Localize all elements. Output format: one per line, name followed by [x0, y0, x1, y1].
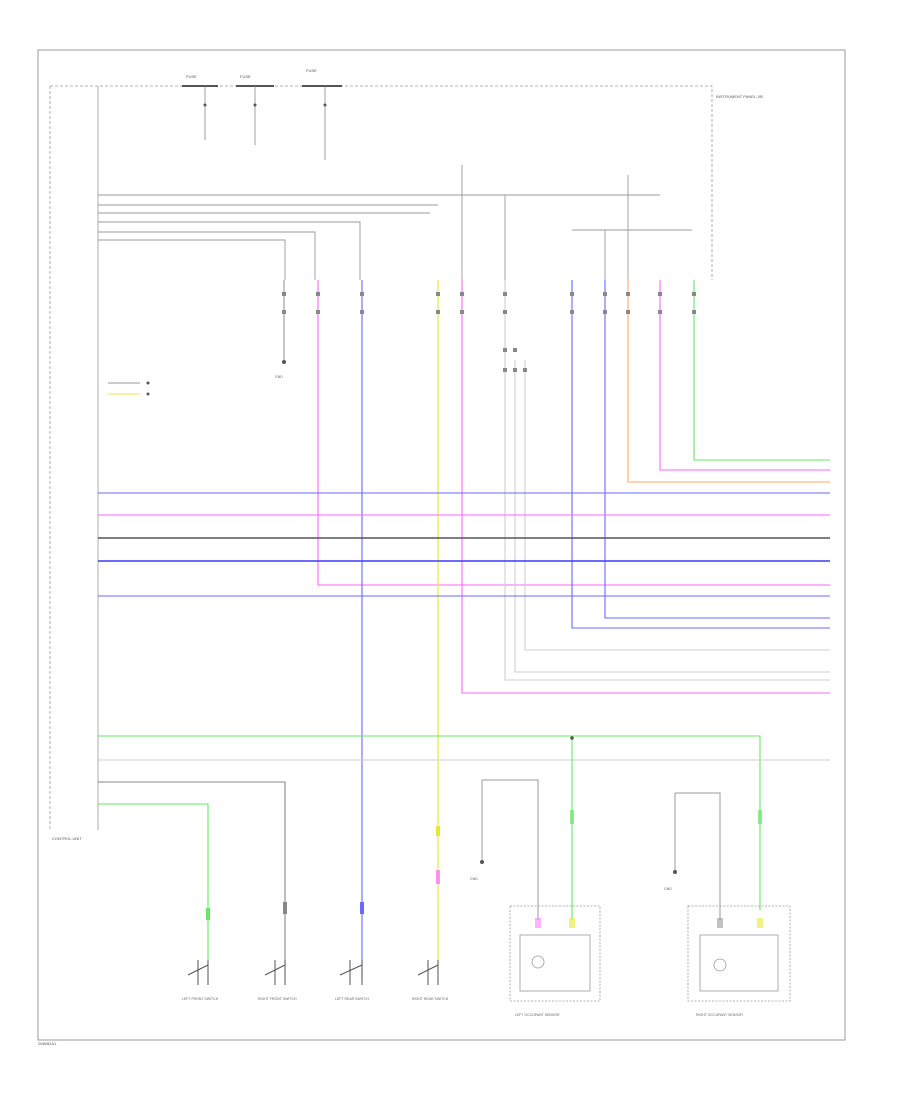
switch-connectors [206, 810, 762, 920]
ground-label-2: GND [470, 877, 478, 881]
panel-label: INSTRUMENT PANEL J/B [716, 94, 763, 99]
left-occupant-sensor-label: LEFT OCCUPANT SENSOR [515, 1013, 560, 1017]
fuse-group [182, 85, 342, 160]
left-occupant-sensor [509, 905, 601, 1002]
control-unit-box [49, 85, 713, 830]
vertical-wires [283, 280, 830, 980]
diagram-frame [37, 49, 846, 1041]
right-rear-switch-label: RIGHT REAR SWITCH [412, 997, 449, 1001]
ground-label-3: GND [664, 887, 672, 891]
top-bus-lines [98, 165, 692, 280]
fuse-label-2: FUSE [240, 74, 251, 79]
fuse-label-1: FUSE [186, 74, 197, 79]
horizontal-wires [98, 492, 830, 960]
control-unit-label: CONTROL UNIT [52, 836, 82, 841]
sensor-wiring [480, 736, 721, 920]
legend-swatches [108, 381, 150, 396]
right-front-switch-label: RIGHT FRONT SWITCH [258, 997, 297, 1001]
right-occupant-sensor-label: RIGHT OCCUPANT SENSOR [696, 1013, 743, 1017]
connector-markers [282, 292, 696, 372]
ground-label-1: GND [275, 375, 283, 379]
bottom-switches [187, 960, 439, 985]
right-occupant-sensor [687, 905, 791, 1002]
fuse-label-3: FUSE [306, 68, 317, 73]
left-front-switch-label: LEFT FRONT SWITCH [182, 997, 219, 1001]
left-rear-switch-label: LEFT REAR SWITCH [335, 997, 369, 1001]
footer-code: 2MNB2A1 [38, 1041, 57, 1046]
